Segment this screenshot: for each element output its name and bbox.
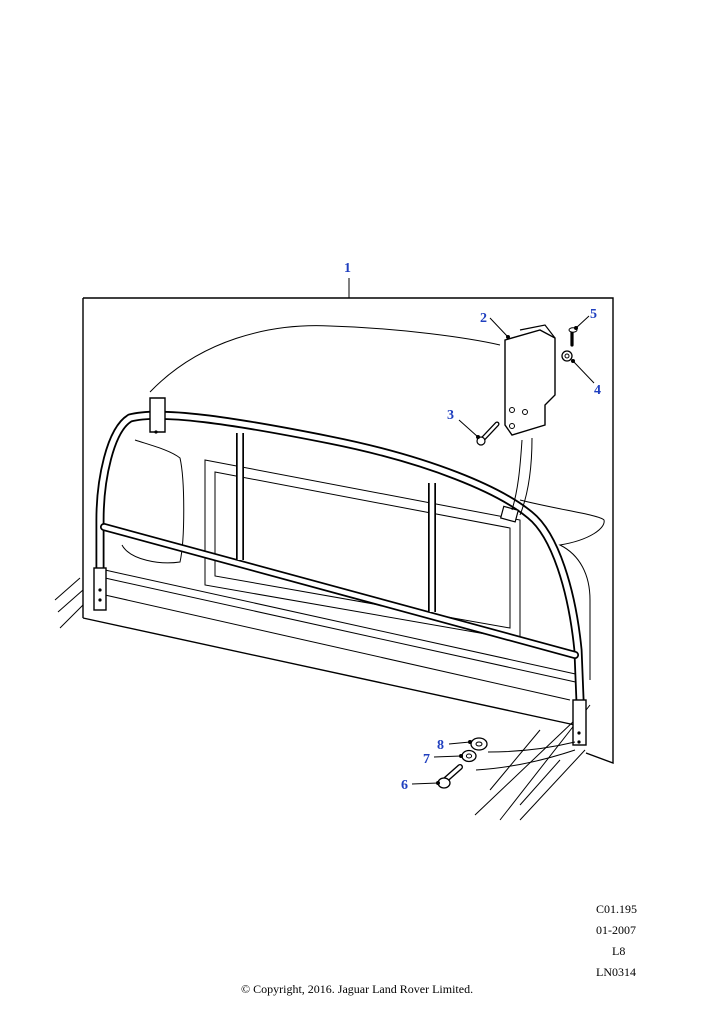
top-left-bracket-hole bbox=[154, 430, 158, 434]
right-foot-hole-2 bbox=[577, 740, 581, 744]
bolt-3-head bbox=[476, 436, 486, 446]
roll-bar-crossbar-inner bbox=[101, 524, 578, 658]
callout-4-leader bbox=[572, 360, 595, 384]
callout-5-dot bbox=[574, 326, 578, 330]
bed-floor-3 bbox=[519, 749, 586, 821]
callout-8[interactable]: 8 bbox=[437, 738, 444, 753]
bed-floor-4 bbox=[489, 729, 541, 791]
left-foot-hole-1 bbox=[98, 588, 102, 592]
bracket-hole-2 bbox=[522, 409, 528, 415]
bed-floor-5 bbox=[519, 759, 561, 806]
bracket-hole-1 bbox=[509, 407, 515, 413]
callout-5-leader bbox=[575, 315, 590, 329]
bed-rail-3 bbox=[104, 594, 571, 701]
mounting-bracket-top bbox=[519, 324, 556, 339]
right-foot-hole-1 bbox=[577, 731, 581, 735]
washer-8-hole bbox=[475, 741, 483, 747]
callout-3-leader bbox=[458, 419, 479, 438]
top-left-bracket bbox=[149, 397, 166, 433]
rear-window-inner bbox=[214, 471, 511, 629]
bed-left-1 bbox=[54, 577, 81, 601]
callout-3[interactable]: 3 bbox=[447, 408, 454, 423]
bed-left-2 bbox=[57, 589, 84, 613]
callout-8-leader bbox=[448, 741, 471, 745]
drawing-date: 01-2007 bbox=[596, 923, 636, 937]
washer-4-hole bbox=[564, 353, 570, 359]
nut-7-hole bbox=[465, 753, 473, 759]
bed-rail-1 bbox=[104, 569, 581, 676]
callout-4[interactable]: 4 bbox=[594, 383, 601, 398]
bracket-hole-3 bbox=[509, 423, 515, 429]
bed-left-3 bbox=[59, 604, 84, 629]
callout-6[interactable]: 6 bbox=[401, 778, 408, 793]
right-foot-bracket bbox=[572, 699, 587, 746]
mounting-bracket[interactable] bbox=[504, 329, 556, 436]
bracket-guide-2 bbox=[519, 437, 533, 516]
fixing-guide-2 bbox=[475, 749, 576, 771]
right-mount-stub bbox=[499, 505, 520, 523]
callout-8-dot bbox=[468, 740, 472, 744]
callout-2-dot bbox=[506, 335, 510, 339]
callout-6-dot bbox=[436, 781, 440, 785]
callout-7[interactable]: 7 bbox=[423, 752, 430, 767]
callout-2-leader bbox=[489, 317, 509, 338]
drawing-code: C01.195 bbox=[596, 902, 638, 916]
bed-rail-2 bbox=[104, 577, 581, 684]
drawing-reference: LN0314 bbox=[596, 965, 636, 979]
frame-bottom bbox=[82, 617, 576, 726]
roll-bar-hoop bbox=[95, 410, 585, 705]
callout-7-dot bbox=[459, 754, 463, 758]
frame-top-right bbox=[83, 297, 614, 765]
callout-3-dot bbox=[476, 435, 480, 439]
left-foot-hole-2 bbox=[98, 598, 102, 602]
fixing-guide-1 bbox=[487, 741, 576, 753]
bracket-guide-1 bbox=[511, 439, 523, 511]
drawing-level: L8 bbox=[612, 944, 626, 958]
left-cab-panel bbox=[121, 439, 185, 564]
callout-6-leader bbox=[411, 782, 439, 785]
callout-4-dot bbox=[571, 359, 575, 363]
callout-5[interactable]: 5 bbox=[590, 307, 597, 322]
bed-floor-2 bbox=[474, 719, 576, 816]
cab-side-outline bbox=[519, 499, 605, 680]
roll-bar-hoop-inner bbox=[97, 412, 583, 703]
callout-7-leader bbox=[433, 755, 462, 758]
callout-1[interactable]: 1 bbox=[344, 261, 351, 276]
copyright-notice: © Copyright, 2016. Jaguar Land Rover Lim… bbox=[241, 982, 474, 996]
cab-roof-outline bbox=[149, 325, 501, 393]
callout-2[interactable]: 2 bbox=[480, 311, 487, 326]
